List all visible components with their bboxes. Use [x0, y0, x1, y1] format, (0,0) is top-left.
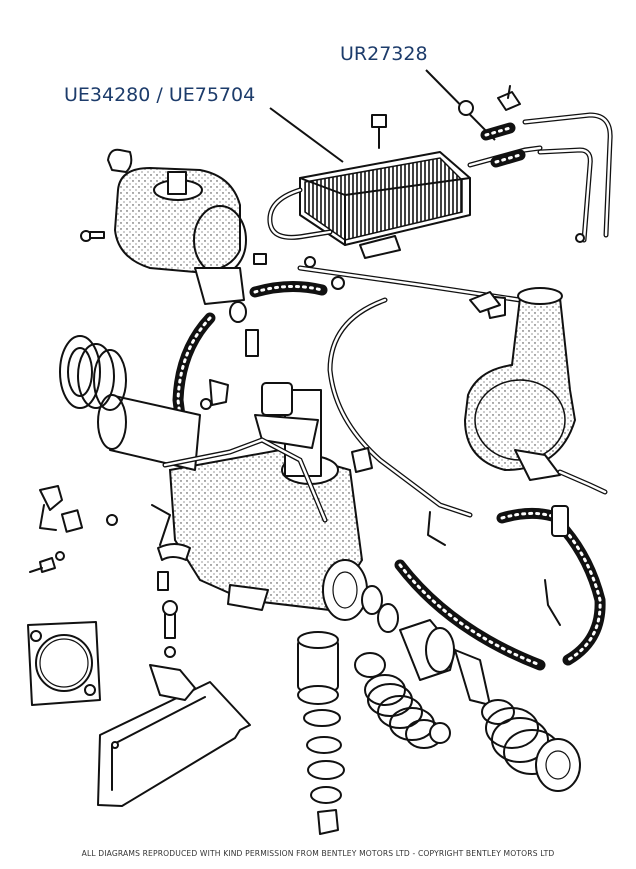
left-cylinder-assembly — [59, 335, 328, 523]
mounting-bolts — [253, 114, 387, 290]
valve-spring-assembly — [354, 585, 581, 792]
cover-plate — [97, 664, 251, 807]
part-label-ur27328: UR27328 — [340, 43, 428, 65]
fluid-reservoir — [463, 287, 577, 481]
oil-cooler-radiator — [267, 145, 543, 259]
part-label-ue34280-ue75704: UE34280 / UE75704 — [64, 84, 255, 106]
right-hoses — [394, 505, 606, 671]
bearing-stack — [297, 631, 345, 835]
small-fittings — [29, 291, 561, 658]
ur27328-hoses — [458, 85, 526, 168]
leader-line-radiator — [269, 107, 344, 163]
pump-hoses — [172, 280, 328, 438]
seal-ring-inset — [27, 621, 101, 706]
pump-head-assembly — [80, 148, 247, 305]
copyright-footer: ALL DIAGRAMS REPRODUCED WITH KIND PERMIS… — [81, 849, 555, 858]
